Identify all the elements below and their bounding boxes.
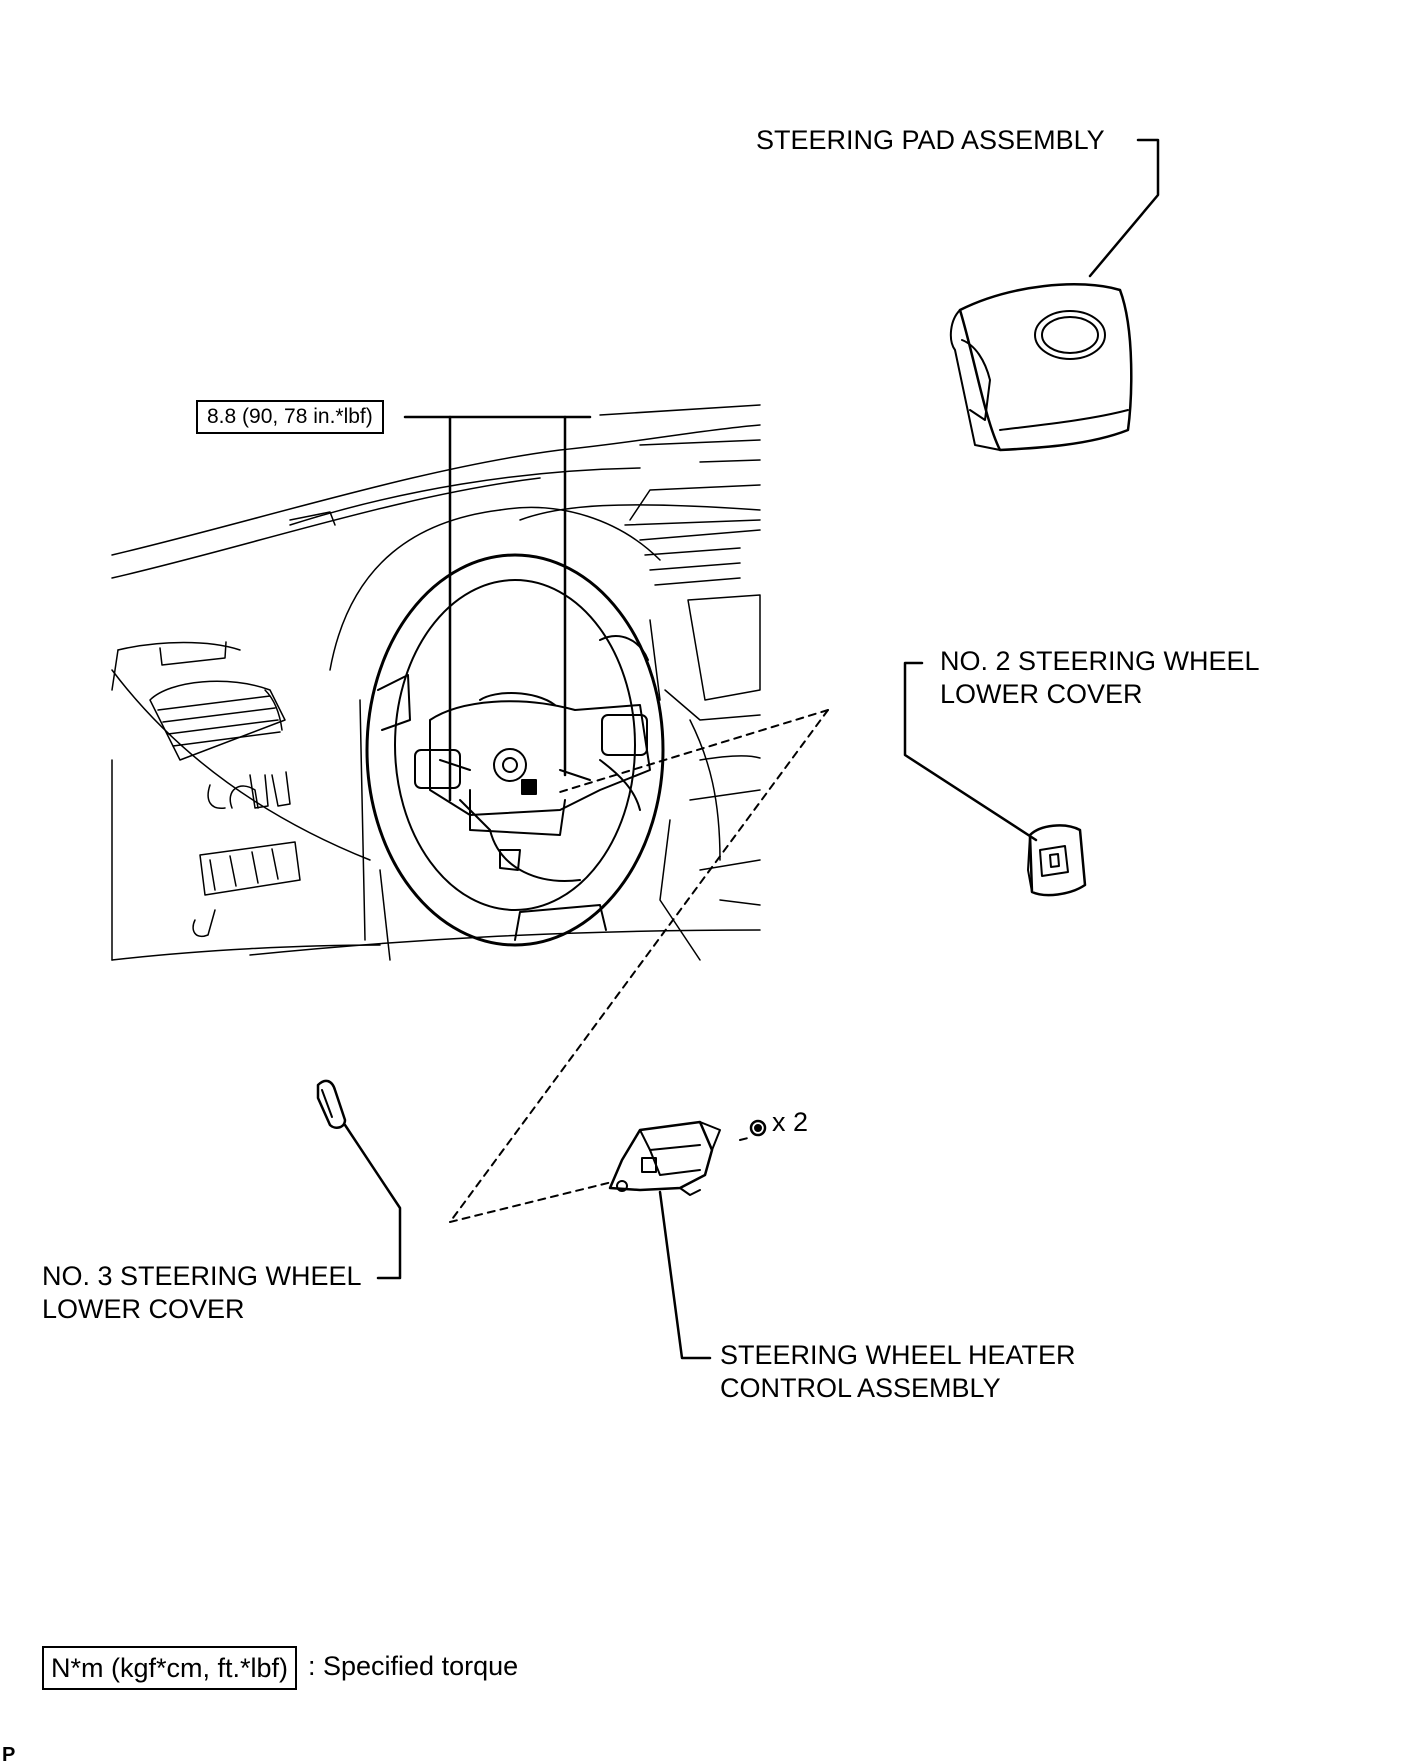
no3-cover-leader: [343, 1123, 402, 1280]
heater-leader: [658, 1190, 712, 1360]
legend-unit-box: N*m (kgf*cm, ft.*lbf): [42, 1646, 298, 1690]
lower-cover-icon: [1027, 824, 1087, 897]
label-screw-count: x 2: [772, 1107, 809, 1137]
heater-control-icon: [608, 1120, 721, 1196]
label-heater-control-line1: STEERING WHEEL HEATER: [720, 1340, 1076, 1370]
steering-wheel-icon: [365, 553, 665, 947]
label-no2-cover-line2: LOWER COVER: [940, 679, 1143, 709]
steering-pad-icon: [949, 283, 1133, 452]
label-no2-cover-line1: NO. 2 STEERING WHEEL: [940, 646, 1260, 676]
install-guide-lines: [449, 709, 829, 1223]
dashboard-outline: [111, 404, 761, 961]
label-steering-pad-assembly: STEERING PAD ASSEMBLY: [756, 125, 1105, 155]
label-no3-cover-line2: LOWER COVER: [42, 1294, 245, 1324]
no2-cover-leader: [903, 661, 1038, 842]
torque-spec-box: 8.8 (90, 78 in.*lbf): [196, 400, 384, 434]
label-heater-control-line2: CONTROL ASSEMBLY: [720, 1373, 1001, 1403]
steering-pad-leader: [1088, 138, 1160, 278]
screw-icon: [749, 1119, 767, 1137]
legend-description: : Specified torque: [308, 1651, 519, 1681]
no3-cover-icon: [316, 1079, 347, 1129]
torque-leader-lines: [403, 415, 592, 802]
corner-mark: P: [2, 1744, 15, 1763]
label-no3-cover-line1: NO. 3 STEERING WHEEL: [42, 1261, 362, 1291]
